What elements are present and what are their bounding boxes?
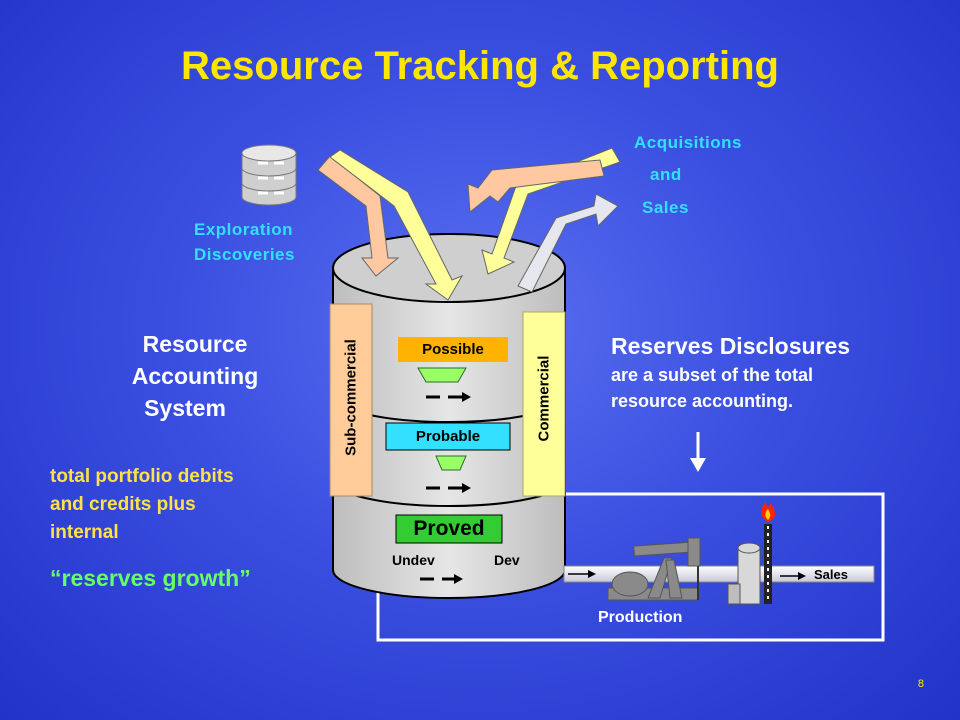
sales-outflow-arrow-icon (517, 193, 619, 293)
disclosures-text: Reserves Disclosures are a subset of the… (611, 333, 850, 414)
resource-accounting-label: Resource Accounting System (110, 328, 280, 424)
reserves-growth-quote: “reserves growth” (50, 565, 251, 591)
acquisition-outflow-arrow-icon (467, 159, 605, 213)
page-title: Resource Tracking & Reporting (181, 44, 779, 88)
acquisitions-label-line2: and (650, 165, 682, 184)
disclosures-line2: resource accounting. (611, 391, 794, 411)
possible-down-arrow-icon (417, 367, 467, 383)
discovery-inflow-arrow-icon (329, 149, 464, 301)
portfolio-line3: internal (50, 522, 119, 543)
probable-down-arrow-icon (435, 455, 467, 471)
sales-label: Sales (814, 567, 848, 582)
proved-box (395, 514, 503, 544)
disclosure-down-arrow-icon (690, 432, 706, 472)
resource-accounting-line3: System (144, 395, 226, 421)
possible-box (398, 337, 508, 362)
possible-label: Possible (422, 341, 484, 358)
disclosures-heading: Reserves Disclosures (611, 333, 851, 359)
flare-stack-icon (761, 502, 775, 604)
sub-commercial-band (329, 303, 373, 497)
portfolio-line1: total portfolio debits (50, 466, 234, 487)
proved-label: Proved (413, 517, 485, 540)
portfolio-text: total portfolio debits and credits plus … (50, 463, 234, 547)
pump-jack-icon (607, 537, 701, 601)
tank-icon (727, 542, 761, 605)
production-label: Production (598, 609, 683, 626)
commercial-label: Commercial (535, 355, 553, 442)
portfolio-line2: and credits plus (50, 494, 196, 515)
exploration-label-line1: Exploration (194, 220, 294, 239)
transfer-arrows (420, 392, 471, 584)
commercial-band (522, 311, 566, 497)
page-number: 8 (917, 678, 924, 690)
resource-accounting-line2: Accounting (131, 363, 259, 389)
acquisitions-label-line3: Sales (642, 198, 689, 217)
resource-accounting-line1: Resource (142, 331, 248, 357)
undev-label: Undev (392, 552, 435, 568)
acquisitions-label-line1: Acquisitions (634, 133, 743, 152)
disclosures-line1: are a subset of the total (611, 365, 814, 385)
dev-label: Dev (494, 552, 520, 568)
exploration-label-line2: Discoveries (194, 245, 295, 264)
sub-commercial-label: Sub-commercial (342, 339, 360, 456)
probable-box (385, 422, 511, 451)
database-icon (241, 144, 297, 206)
probable-label: Probable (415, 428, 481, 445)
